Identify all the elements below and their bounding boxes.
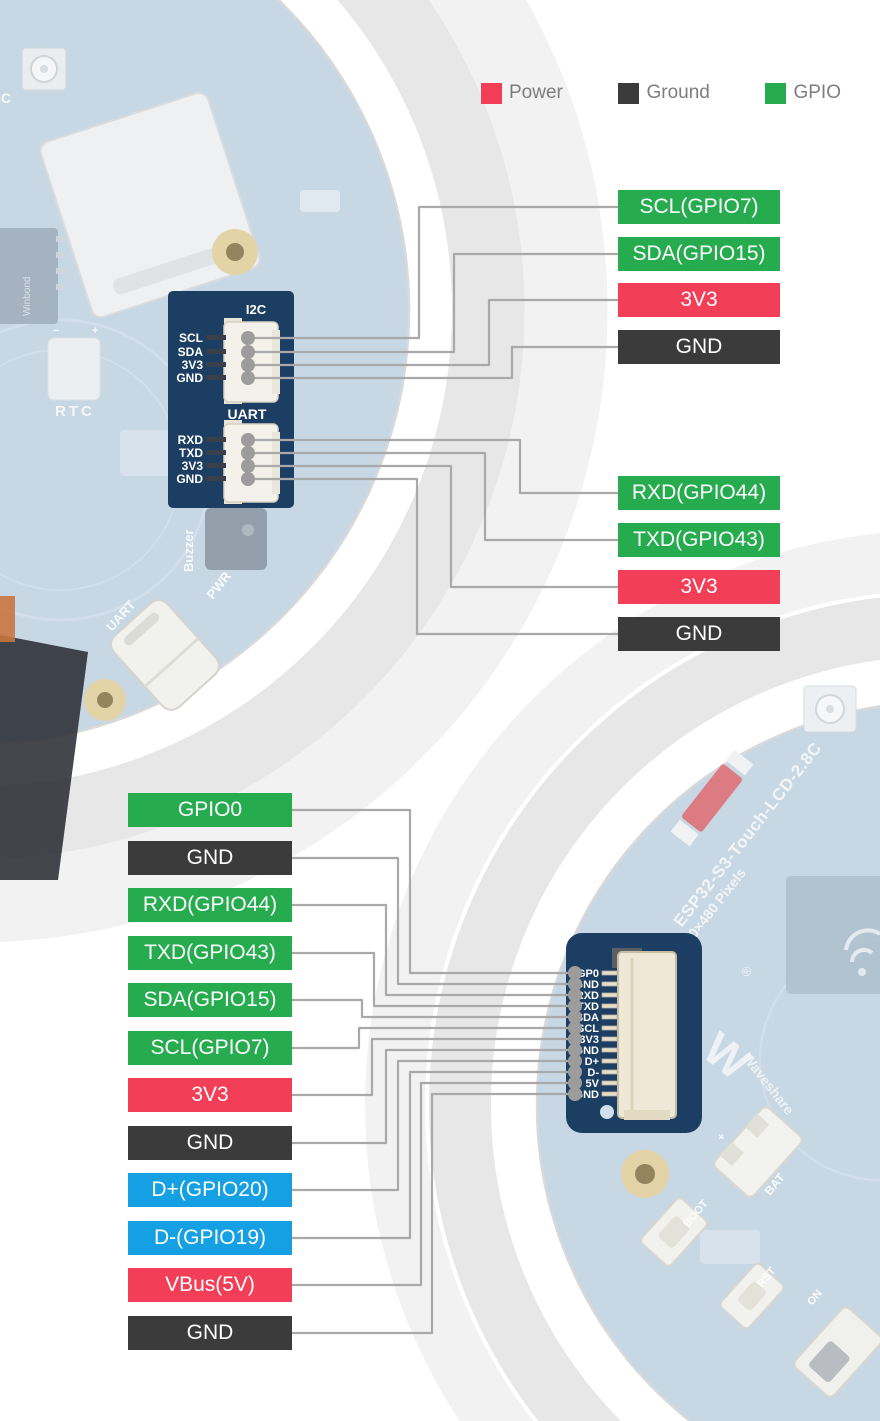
callout-wires [246,205,620,1335]
battery-connector [713,1106,803,1198]
pin-label-gnd: GND [128,841,292,875]
silk-pin: SCL [577,1023,599,1035]
legend-label: Power [509,82,563,103]
silk-pin: TXD [577,1001,599,1013]
legend-item-power: Power [481,82,563,104]
pin-label-rxd-gpio44: RXD(GPIO44) [128,888,292,922]
pin-label-dminus-gpio19: D-(GPIO19) [128,1221,292,1255]
silk-pin: 3V3 [182,358,204,372]
top-board-photo: C Winbond − + RTC I2C [0,0,608,942]
silk-pin: SCL [179,331,203,345]
screw-hole [84,679,126,721]
ground-swatch [618,82,640,104]
power-swatch [481,82,502,104]
pin-dots [241,331,582,1101]
pin-label-rxd-gpio44: RXD(GPIO44) [618,476,780,510]
bottom-board-photo: ESP32-S3-Touch-LCD-2.8C 480×480 Pixels ®… [365,533,880,1421]
pin-label-sda-gpio15: SDA(GPIO15) [618,237,780,271]
silk-pin: SDA [178,345,204,359]
pin-label-sda-gpio15: SDA(GPIO15) [128,983,292,1017]
pin-label-gpio0: GPIO0 [128,793,292,827]
silk-pin: GND [176,472,203,486]
pin-label-vbus-5v: VBus(5V) [128,1268,292,1302]
pin-label-gnd: GND [618,330,780,364]
buzzer: Buzzer [181,508,267,572]
silk-i2c: I2C [246,302,267,317]
pin-label-scl-gpio7: SCL(GPIO7) [128,1031,292,1065]
legend-label: Ground [646,82,710,103]
esp32-module [786,876,880,994]
silk-buzzer: Buzzer [181,529,196,572]
pin-label-gnd: GND [618,617,780,651]
red-component [670,749,754,847]
rst-button [719,1262,785,1330]
silk-uart: UART [228,406,267,422]
fpc-pin-row: GP0 GND RXD TXD SDA SCL 3V3 GND D+ D- 5V… [575,968,618,1101]
silk-plus: + [92,325,98,337]
power-switch [793,1306,880,1398]
legend: Power Ground GPIO [481,82,841,104]
pin-label-gnd: GND [128,1126,292,1160]
silk-corner-text: C [1,90,11,106]
connector-pins-edge [0,596,15,642]
silk-pin: 3V3 [182,459,204,473]
pin-label-txd-gpio43: TXD(GPIO43) [128,936,292,970]
usb-c-connector [110,599,220,711]
flash-chip: Winbond [0,228,66,324]
silk-pin: RXD [178,433,204,447]
pin-label-3v3: 3V3 [128,1078,292,1112]
silk-rtc: RTC [55,403,95,420]
pin-label-scl-gpio7: SCL(GPIO7) [618,190,780,224]
silk-pin: D- [587,1067,599,1079]
pin-label-3v3: 3V3 [618,570,780,604]
antenna-connector-top [21,47,67,91]
antenna-connector-bottom [803,685,857,733]
rtc-battery: − + RTC [47,325,101,420]
silk-pin: TXD [179,446,203,460]
pin-label-dplus-gpio20: D+(GPIO20) [128,1173,292,1207]
led [600,1105,614,1119]
silk-pin: 3V3 [579,1034,599,1046]
chip-marking: Winbond [22,277,33,316]
silk-minus: − [53,325,59,337]
pin-label-txd-gpio43: TXD(GPIO43) [618,523,780,557]
silk-pin: GP0 [577,968,599,980]
silk-pin: GND [176,371,203,385]
boot-button [640,1197,708,1267]
silk-pin: 5V [586,1078,600,1090]
pin-label-gnd: GND [128,1316,292,1350]
pin-label-3v3: 3V3 [618,283,780,317]
legend-item-ground: Ground [618,82,710,104]
legend-item-gpio: GPIO [765,82,841,104]
display-fpc-connector [612,948,677,1120]
gpio-swatch [765,82,787,104]
fpc-ribbon [0,635,88,880]
screw-hole [212,229,258,275]
legend-label: GPIO [793,82,841,103]
silk-pin: D+ [585,1056,599,1068]
screw-hole [621,1150,669,1198]
